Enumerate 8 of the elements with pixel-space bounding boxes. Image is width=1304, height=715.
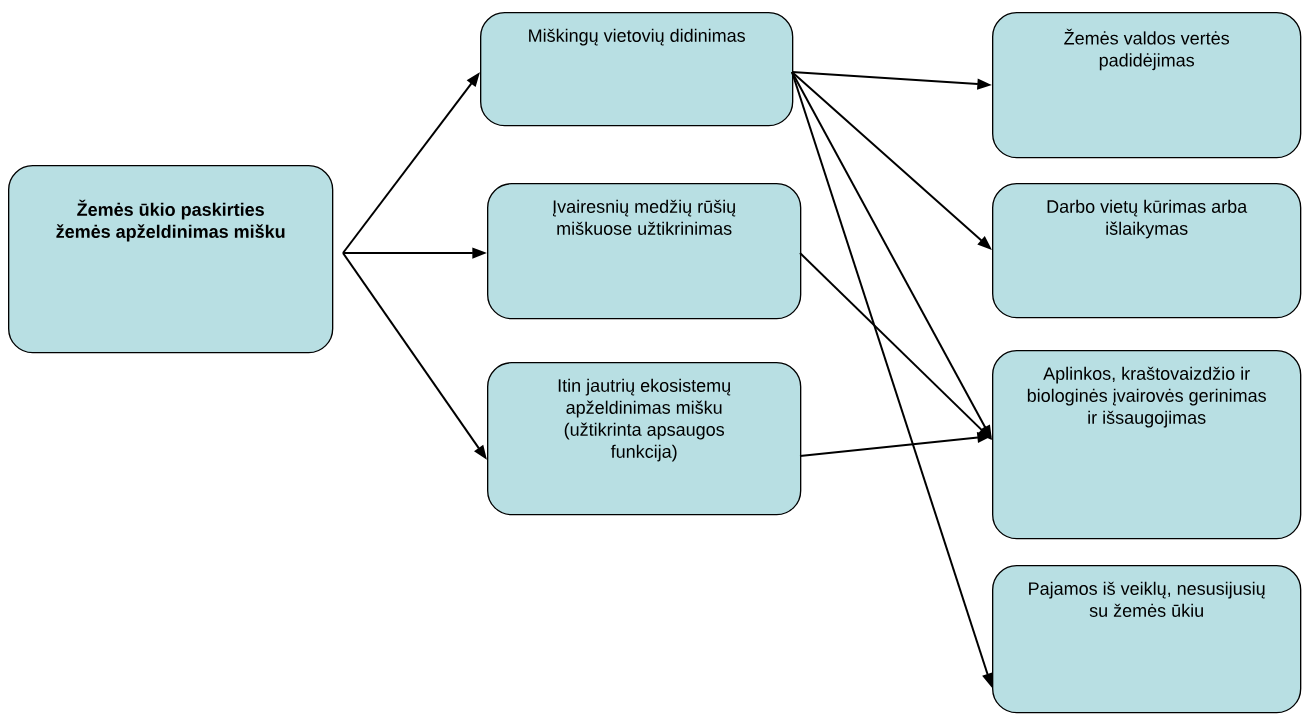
main-box: Žemės ūkio paskirties žemės apželdinimas mišku xyxy=(8,165,334,354)
outcome-box: Pajamos iš veiklų, nesusijusių su žemės ūkiu xyxy=(992,565,1302,714)
measure-box: Miškingų vietovių didinimas xyxy=(480,12,794,127)
outcome-box: Žemės valdos vertės padidėjimas xyxy=(992,12,1302,159)
outcome-box: Darbo vietų kūrimas arba išlaikymas xyxy=(992,183,1302,319)
outcome-box: Aplinkos, kraštovaizdžio ir biologinės įvairovės gerinimas ir išsaugojimas xyxy=(992,350,1302,540)
measure-box: Įvairesnių medžių rūšių miškuose užtikrinimas xyxy=(487,183,802,320)
measure-box: Itin jautrių ekosistemų apželdinimas mišku (užtikrinta apsaugos funkcija) xyxy=(487,362,802,516)
